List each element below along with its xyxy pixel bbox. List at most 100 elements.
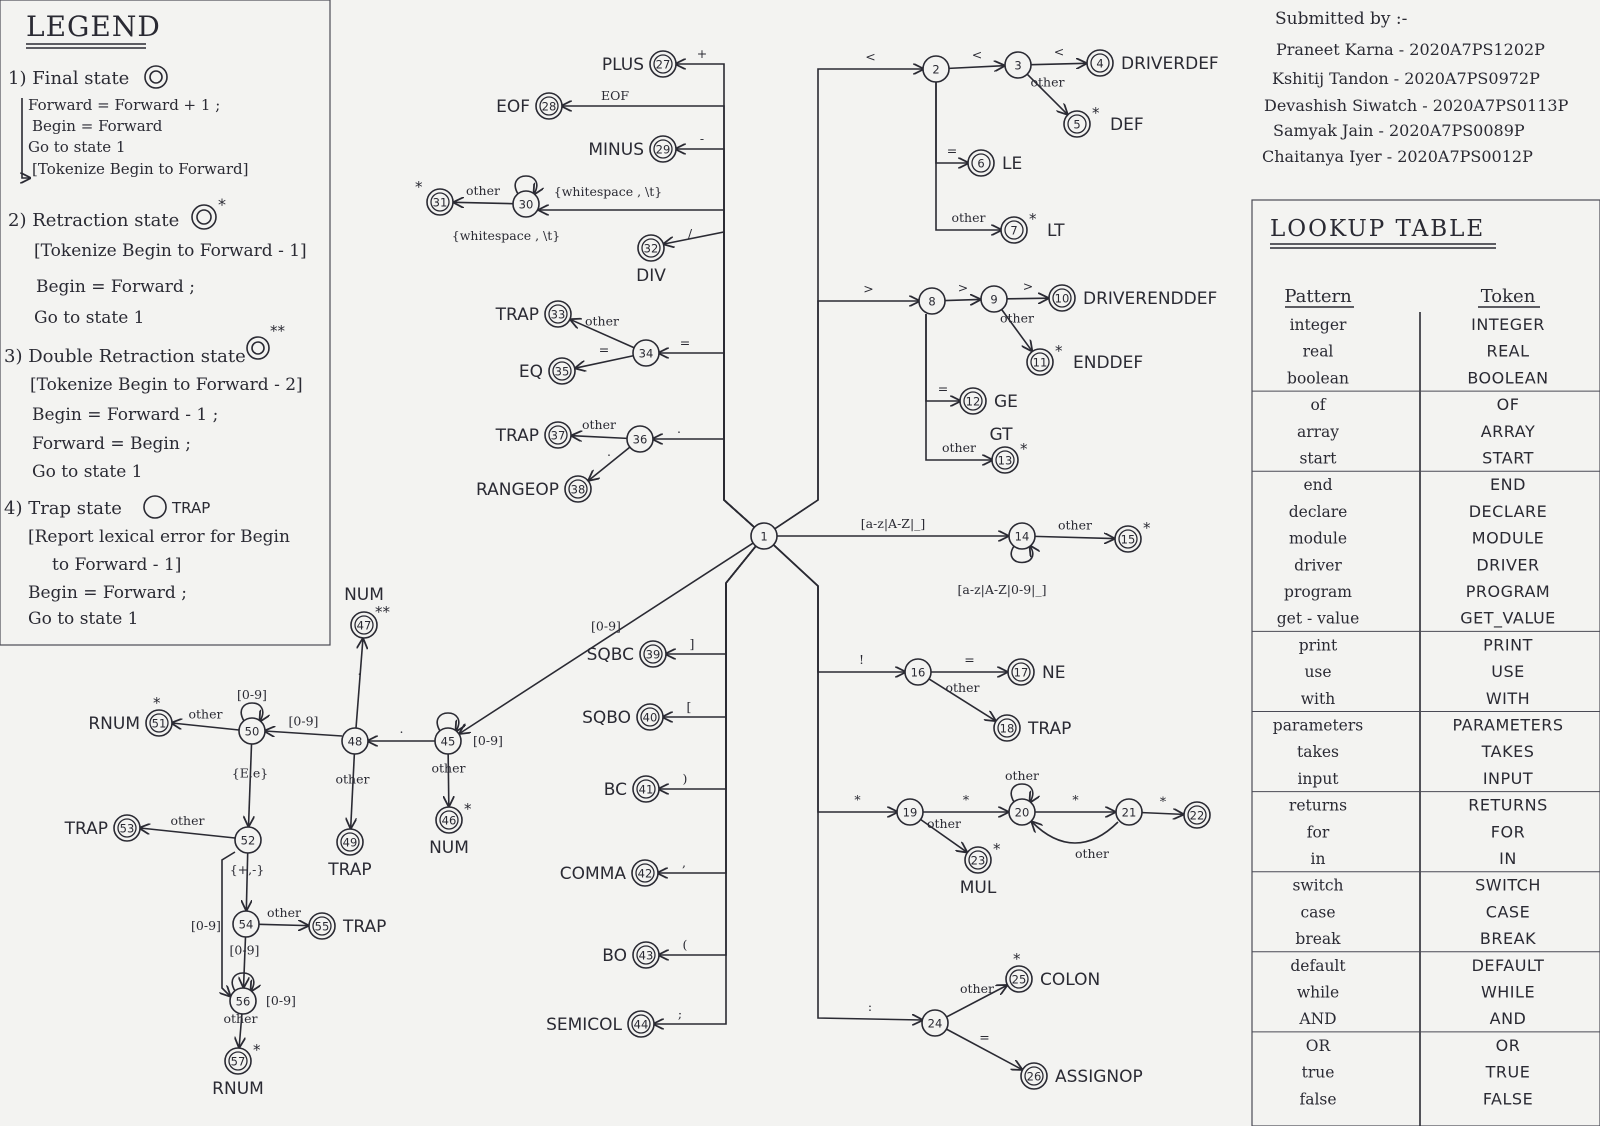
dfa-state-number: 2 [932, 63, 939, 77]
dfa-state-number: 15 [1121, 533, 1136, 547]
dfa-state-37: 37 [544, 421, 572, 449]
member-4: Samyak Jain - 2020A7PS0089P [1273, 121, 1525, 140]
dfa-token-label: RNUM [212, 1079, 264, 1099]
member-3: Devashish Siwatch - 2020A7PS0113P [1264, 96, 1569, 115]
dfa-edge-label: * [1072, 792, 1079, 807]
dfa-edge [654, 535, 765, 1024]
dfa-state-3: 3 [1004, 51, 1032, 79]
legend-item-4-head: 4) Trap state [4, 498, 122, 519]
dfa-edge-label: = [680, 335, 690, 350]
dfa-state-14: 14 [1008, 522, 1036, 550]
dfa-state-number: 11 [1033, 356, 1048, 370]
dfa-state-56: 56 [229, 987, 257, 1015]
dfa-edge [1010, 546, 1033, 564]
dfa-edge [571, 320, 635, 349]
dfa-edge [454, 202, 514, 203]
dfa-state-30: 30 [512, 190, 540, 218]
lookup-pattern-cell: parameters [1273, 717, 1363, 735]
dfa-state-number: 4 [1096, 57, 1103, 71]
dfa-token-label: MUL [960, 878, 997, 898]
dfa-state-4: 4 [1086, 49, 1114, 77]
dfa-edge-label: . [607, 444, 611, 459]
lookup-pattern-cell: start [1299, 450, 1337, 468]
dfa-edge-label: other [1058, 518, 1092, 533]
dfa-edge-label: other [267, 905, 301, 920]
dfa-edge-label: other [224, 1011, 258, 1026]
dfa-state-number: 43 [639, 949, 654, 963]
dfa-state-9: 9 [980, 285, 1008, 313]
dfa-edge [676, 64, 765, 537]
dfa-state-number: 1 [760, 530, 767, 544]
dfa-state-42: 42 [631, 859, 659, 887]
lookup-pattern-cell: use [1304, 663, 1331, 681]
lookup-pattern-cell: integer [1290, 316, 1347, 334]
lookup-token-cell: TRUE [1485, 1063, 1531, 1082]
dfa-edge-label: * [1160, 794, 1167, 809]
dfa-token-label: LT [1047, 221, 1065, 241]
lookup-pattern-cell: end [1303, 476, 1332, 494]
dfa-edge [944, 299, 980, 300]
submitted-by-block: Submitted by :- Praneet Karna - 2020A7PS… [1262, 9, 1569, 166]
dfa-edge [948, 66, 1004, 69]
dfa-token-label: DRIVERENDDEF [1083, 289, 1217, 309]
dfa-edge-label: other [582, 417, 616, 432]
dfa-state-number: 24 [928, 1017, 943, 1031]
dfa-edge-label: = [964, 652, 974, 667]
dfa-edge [763, 301, 919, 537]
dfa-token-label: TRAP [327, 860, 371, 880]
dfa-state-2: 2 [922, 55, 950, 83]
dfa-edge-label: {whitespace , \t} [452, 228, 561, 243]
lookup-token-cell: FOR [1491, 822, 1525, 841]
dfa-state-41: 41 [632, 775, 660, 803]
dfa-retraction-mark: * [1013, 950, 1021, 968]
dfa-edge [1001, 309, 1032, 350]
legend-item-2-head: 2) Retraction state [8, 210, 179, 231]
lookup-token-cell: INTEGER [1471, 315, 1545, 334]
dfa-state-number: 37 [551, 429, 566, 443]
dfa-state-10: 10 [1048, 284, 1076, 312]
dfa-token-label: SQBC [587, 645, 634, 665]
dfa-edge-label: ] [690, 636, 695, 651]
lookup-token-cell: RETURNS [1468, 796, 1547, 815]
dfa-edge-label: < [1054, 44, 1064, 59]
dfa-edge [763, 69, 923, 537]
dfa-retraction-mark: * [1055, 342, 1063, 360]
dfa-state-number: 45 [441, 735, 456, 749]
dfa-state-57: 57 [224, 1047, 252, 1075]
dfa-state-number: 52 [241, 834, 256, 848]
dfa-token-label: GE [994, 392, 1018, 412]
dfa-state-number: 18 [1000, 722, 1015, 736]
dfa-state-17: 17 [1007, 658, 1035, 686]
legend-item-3-line-2: Begin = Forward - 1 ; [32, 405, 218, 425]
legend-item-4-line-1: [Report lexical error for Begin [28, 527, 290, 547]
legend-item-2-line-2: Begin = Forward ; [36, 277, 195, 297]
lookup-pattern-cell: in [1311, 850, 1326, 868]
dfa-state-number: 17 [1014, 666, 1029, 680]
dfa-edge [172, 723, 240, 731]
dfa-edge [514, 175, 537, 194]
dfa-edge [222, 851, 236, 996]
dfa-edge [140, 828, 236, 839]
legend-item-3-line-1: [Tokenize Begin to Forward - 2] [30, 375, 303, 395]
dfa-token-label: MINUS [588, 140, 644, 160]
dfa-edge-label: < [972, 47, 982, 62]
legend-item-4-line-4: Go to state 1 [28, 609, 139, 629]
legend-panel: LEGEND 1) Final state Forward = Forward … [0, 0, 331, 646]
dfa-edge [576, 354, 634, 368]
dfa-edge [946, 1028, 1021, 1069]
legend-item-4-line-3: Begin = Forward ; [28, 583, 187, 603]
lookup-pattern-cell: while [1297, 984, 1339, 1002]
dfa-token-label: BC [604, 780, 627, 800]
dfa-state-50: 50 [238, 717, 266, 745]
lookup-pattern-cell: takes [1297, 743, 1339, 761]
dfa-state-19: 19 [896, 798, 924, 826]
dfa-edge-label: * [854, 792, 861, 807]
dfa-state-43: 43 [632, 941, 660, 969]
dfa-edge-label: [0-9] [266, 993, 296, 1008]
dfa-retraction-mark: * [993, 840, 1001, 858]
dfa-edge-label: ( [683, 937, 688, 952]
dfa-state-number: 35 [555, 365, 570, 379]
dfa-state-number: 40 [643, 711, 658, 725]
dfa-state-33: 33 [544, 300, 572, 328]
dfa-state-number: 28 [542, 100, 557, 114]
